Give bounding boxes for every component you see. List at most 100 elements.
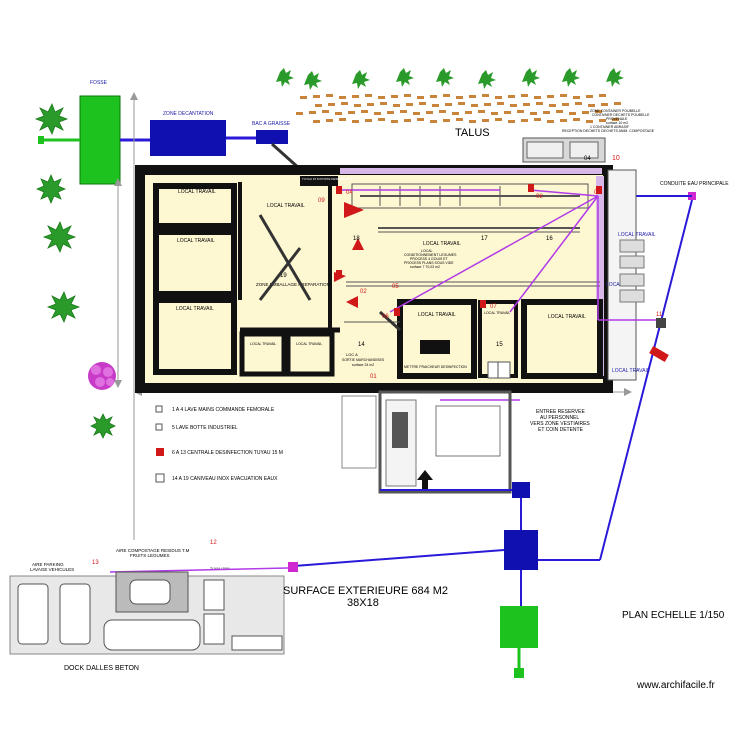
- grease-trap-label: BAC A GRAISSE: [252, 121, 291, 127]
- hedge-dash: [588, 104, 595, 107]
- talus-hedge: [296, 94, 621, 123]
- container-notes: ZONE CONTAINER POUBELLE CONTAINER DECHET…: [562, 109, 655, 133]
- hedge-dash: [315, 104, 322, 107]
- svg-text:07: 07: [490, 304, 497, 310]
- room-numbers: 18 17 16 15 09 04 08 03 05 06 07 01 02 1…: [318, 190, 663, 380]
- local-travail-2: [153, 229, 237, 297]
- hedge-dash: [469, 120, 476, 123]
- local-travail-5: [285, 331, 335, 377]
- hedge-dash: [614, 102, 621, 105]
- svg-text:VERS ZONE VESTIAIRES: VERS ZONE VESTIAIRES: [530, 421, 590, 427]
- local-travail-3: [153, 297, 237, 375]
- water-tank: [504, 530, 538, 570]
- legend: 1 A 4 LAVE MAINS COMMANDE FEMORALE 5 LAV…: [155, 405, 283, 483]
- hedge-dash: [458, 102, 465, 105]
- hedge-dash: [482, 119, 489, 122]
- hedge-dash: [413, 112, 420, 115]
- hedge-dash: [530, 112, 537, 115]
- svg-text:01: 01: [370, 374, 377, 380]
- local-travail-right: [521, 299, 603, 379]
- hedge-dash: [569, 112, 576, 115]
- svg-text:LOCAL: LOCAL: [421, 249, 433, 253]
- hedge-dash: [497, 102, 504, 105]
- hedge-dash: [491, 112, 498, 115]
- hedge-dash: [543, 111, 550, 114]
- svg-text:17: 17: [481, 236, 488, 242]
- svg-text:PROCESS 4 GOUIS ET: PROCESS 4 GOUIS ET: [410, 257, 449, 261]
- hedge-dash: [432, 104, 439, 107]
- hedge-dash: [495, 96, 502, 99]
- green-tank: [500, 606, 538, 648]
- hedge-dash: [439, 110, 446, 113]
- hedge-dash: [313, 95, 320, 98]
- disinfection-pipes: [340, 189, 660, 401]
- hedge-dash: [404, 119, 411, 122]
- hedge-dash: [601, 103, 608, 106]
- hedge-dash: [335, 112, 342, 115]
- vestiaires-area: [378, 390, 512, 494]
- svg-text:18: 18: [353, 236, 360, 242]
- hedge-dash: [300, 96, 307, 99]
- hedge-dash: [452, 112, 459, 115]
- hedge-dash: [521, 119, 528, 122]
- svg-text:ZONE EMBALLAGE PREPARATION: ZONE EMBALLAGE PREPARATION: [256, 282, 330, 287]
- svg-text:LOCAL TRAVAIL: LOCAL TRAVAIL: [178, 189, 216, 195]
- svg-text:LOCAL TRAVAIL: LOCAL TRAVAIL: [176, 306, 214, 312]
- disinfection-marker-icon: [336, 184, 602, 316]
- hedge-dash: [296, 112, 303, 115]
- hedge-dash: [573, 96, 580, 99]
- red-arrows: [334, 202, 364, 308]
- hedge-dash: [547, 95, 554, 98]
- svg-text:11: 11: [656, 312, 663, 318]
- hedge-dash: [582, 111, 589, 114]
- hedge-dash: [445, 103, 452, 106]
- hedge-dash: [400, 110, 407, 113]
- hedge-dash: [575, 102, 582, 105]
- svg-text:SORTIE MARCHANDISES: SORTIE MARCHANDISES: [342, 358, 385, 362]
- hedge-dash: [354, 104, 361, 107]
- hedge-dash: [326, 94, 333, 97]
- svg-text:surface 7 70,03 m2: surface 7 70,03 m2: [410, 265, 440, 269]
- hedge-dash: [380, 102, 387, 105]
- hedge-dash: [443, 119, 450, 122]
- svg-text:LOCAL TRAVAIL: LOCAL TRAVAIL: [612, 368, 650, 374]
- svg-text:PROVENALE: PROVENALE: [606, 117, 628, 121]
- hedge-dash: [456, 96, 463, 99]
- flower-bush-icon: [88, 362, 116, 390]
- svg-text:LOCAL TRAVAIL: LOCAL TRAVAIL: [250, 342, 276, 346]
- local-travail-4: [239, 331, 287, 377]
- svg-text:CONDITIONNEMENT LEGUMES: CONDITIONNEMENT LEGUMES: [404, 253, 457, 257]
- hedge-dash: [521, 94, 528, 97]
- hedge-dash: [328, 103, 335, 106]
- svg-text:12: 12: [210, 540, 217, 546]
- hedge-dash: [595, 110, 602, 113]
- hedge-dash: [556, 110, 563, 113]
- hedge-dash: [391, 120, 398, 123]
- svg-text:CONTAINER DECHETS POUBELLE: CONTAINER DECHETS POUBELLE: [592, 113, 650, 117]
- svg-text:ET COIN DETENTE: ET COIN DETENTE: [538, 427, 584, 433]
- hedge-dash: [393, 104, 400, 107]
- svg-text:08: 08: [536, 194, 543, 200]
- hedge-dash: [391, 95, 398, 98]
- hedge-dash: [517, 110, 524, 113]
- hedge-dash: [484, 103, 491, 106]
- hedge-dash: [430, 95, 437, 98]
- talus-label: TALUS: [455, 127, 490, 139]
- pump-icon: [649, 318, 669, 362]
- hedge-dash: [508, 95, 515, 98]
- hedge-dash: [443, 94, 450, 97]
- hedge-dash: [586, 95, 593, 98]
- hedge-dash: [365, 94, 372, 97]
- fosse-label: FOSSE: [90, 80, 108, 86]
- svg-text:AU PERSONNEL: AU PERSONNEL: [540, 415, 579, 421]
- fosse-tank: [79, 95, 121, 185]
- svg-text:1 A 4 LAVE MAINS COMMANDE FEMO: 1 A 4 LAVE MAINS COMMANDE FEMORALE: [172, 407, 275, 413]
- hedge-dash: [495, 118, 502, 121]
- hedge-dash: [309, 111, 316, 114]
- hedge-dash: [562, 103, 569, 106]
- hedge-dash: [510, 104, 517, 107]
- svg-text:LOCAL TRAVAIL: LOCAL TRAVAIL: [177, 238, 215, 244]
- hedge-dash: [586, 120, 593, 123]
- hedge-dash: [426, 111, 433, 114]
